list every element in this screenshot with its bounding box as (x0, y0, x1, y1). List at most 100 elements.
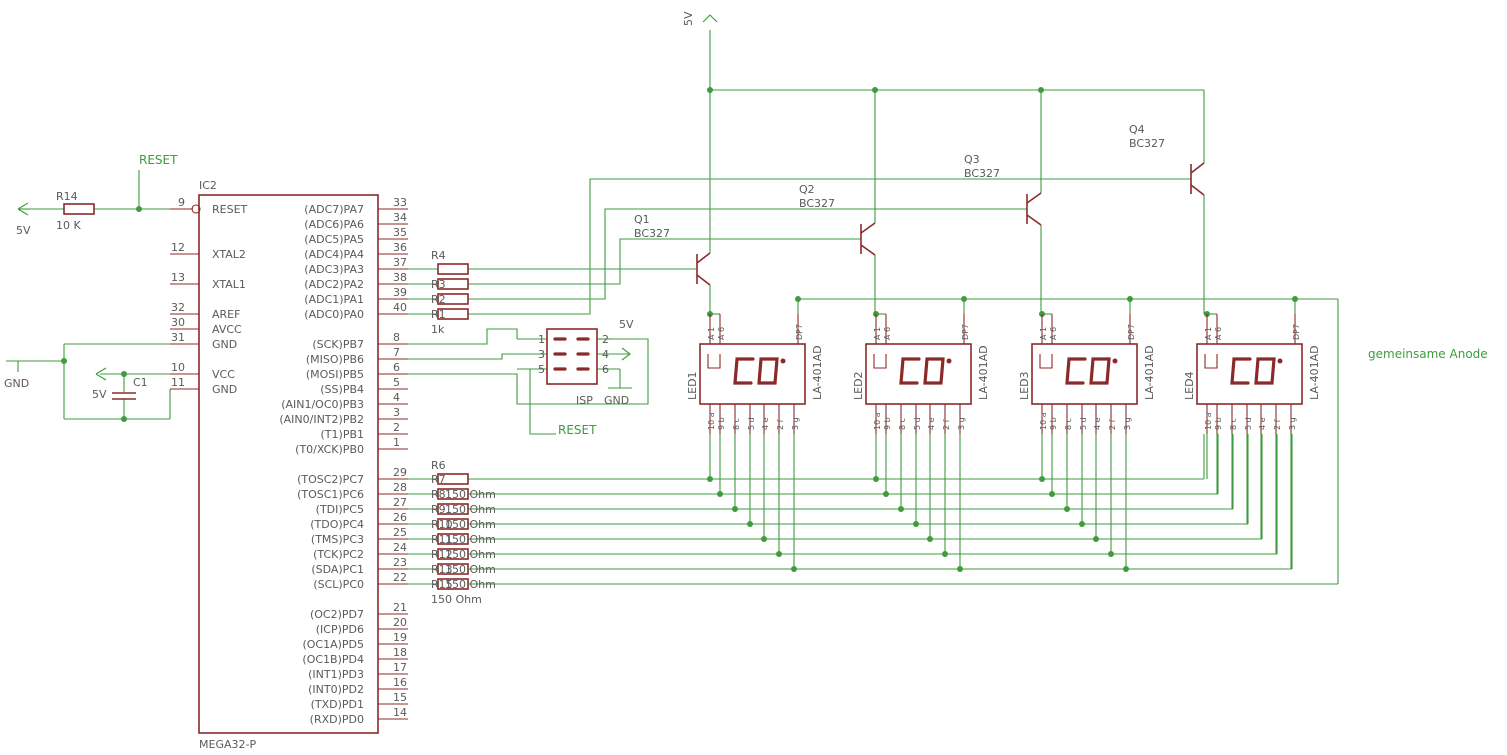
arrow-5v-icon (17, 202, 29, 210)
resistor-ref: R11 (431, 533, 453, 546)
led-pin-label: A 1 (707, 327, 716, 340)
pa-resistor (437, 293, 469, 305)
ic-pin-number: 20 (393, 616, 407, 629)
net-label-5v: 5V (682, 11, 695, 26)
led-internal-link (707, 354, 721, 369)
ic-pin-number: 24 (393, 541, 407, 554)
resistor-ref: R3 (431, 278, 446, 291)
wire (408, 338, 649, 405)
ic-pin-number: 14 (393, 706, 407, 719)
pc-resistor (437, 533, 469, 545)
ic-pin-number: 19 (393, 631, 407, 644)
junction-dot (707, 476, 713, 482)
ic-pin-name: AREF (212, 308, 240, 321)
pa-resistor (437, 263, 469, 275)
led-pin-label: DP7 (1292, 324, 1301, 340)
pc-resistor (437, 548, 469, 560)
ic-pin-name: (SCK)PB7 (312, 338, 364, 351)
ic-pin-number: 16 (393, 676, 407, 689)
pa-resistor (437, 278, 469, 290)
isp-pin-number: 1 (538, 333, 545, 346)
pc-resistor (437, 488, 469, 500)
pc-resistor (437, 518, 469, 530)
ic-pin-name: (ICP)PD6 (316, 623, 364, 636)
seven-segment-display (865, 343, 972, 405)
segment-digit-icon (1254, 357, 1276, 385)
r14-ref: R14 (56, 190, 78, 203)
ic-ref: IC2 (199, 179, 217, 192)
isp-ref: ISP (576, 394, 593, 407)
resistor-value: 150 Ohm (445, 533, 496, 546)
ic-pin-number: 39 (393, 286, 407, 299)
ic-pin-number: 33 (393, 196, 407, 209)
isp-pin-number: 4 (602, 348, 609, 361)
led-pin-label: DP7 (961, 324, 970, 340)
ic-pin-name: (ADC1)PA1 (304, 293, 364, 306)
pc-resistor (437, 473, 469, 485)
led-pin-label: 3 g (1123, 417, 1132, 430)
ic-pin-name: (ADC2)PA2 (304, 278, 364, 291)
ic-pin-number: 25 (393, 526, 407, 539)
net-label-gnd: GND (4, 377, 29, 390)
resistor-value: 150 Ohm (431, 593, 482, 606)
isp-pin-number: 2 (602, 333, 609, 346)
junction-dot (761, 536, 767, 542)
isp-connector (546, 328, 598, 385)
led-pin-label: DP7 (1127, 324, 1136, 340)
r14-value: 10 K (56, 219, 81, 232)
ic-body (198, 194, 379, 734)
led-internal-link (1039, 354, 1053, 369)
transistor-value: BC327 (634, 227, 670, 240)
led-pin-label: A 6 (883, 327, 892, 340)
ic-pin-number: 5 (393, 376, 400, 389)
ic-pin-name: AVCC (212, 323, 242, 336)
c1-ref: C1 (133, 376, 148, 389)
ic-pin-number: 31 (171, 331, 185, 344)
ic-pin-number: 34 (393, 211, 407, 224)
led-internal-link (873, 354, 887, 369)
ic-pin-name: (SDA)PC1 (311, 563, 364, 576)
junction-dot (61, 358, 67, 364)
net-label-gnd: GND (604, 394, 629, 407)
transistor-lead (696, 274, 711, 286)
ic-pin-number: 21 (393, 601, 407, 614)
ic-pin-name: (INT0)PD2 (308, 683, 364, 696)
transistor-lead (860, 222, 876, 234)
segment-digit-icon (757, 357, 779, 385)
ic-pin-name: (TOSC2)PC7 (297, 473, 364, 486)
junction-dot (873, 476, 879, 482)
isp-pin-number: 6 (602, 363, 609, 376)
ic-pin-name: (MISO)PB6 (306, 353, 364, 366)
transistor-ref: Q3 (964, 153, 980, 166)
transistor-ref: Q4 (1129, 123, 1145, 136)
wire (408, 328, 518, 345)
r14-resistor (63, 203, 95, 215)
junction-dot (961, 296, 967, 302)
led-pin-label: 8 c (1064, 418, 1073, 430)
led-pin-label: A 6 (1214, 327, 1223, 340)
ic-pin-name: (ADC0)PA0 (304, 308, 364, 321)
junction-dot (957, 566, 963, 572)
ic-pin-number: 38 (393, 271, 407, 284)
pc-resistor (437, 578, 469, 590)
led-ref: LED1 (686, 371, 699, 400)
ic-value: MEGA32-P (199, 738, 256, 751)
ic-pin-number: 11 (171, 376, 185, 389)
ic-pin-name: GND (212, 338, 237, 351)
arrow-5v-icon (95, 367, 107, 375)
ic-pin-name: (INT1)PD3 (308, 668, 364, 681)
transistor-ref: Q2 (799, 183, 815, 196)
ic-pin-number: 22 (393, 571, 407, 584)
led-pin-label: 4 e (927, 417, 936, 430)
ic-pin-number: 40 (393, 301, 407, 314)
junction-dot (747, 521, 753, 527)
resistor-value: 150 Ohm (445, 503, 496, 516)
led-value: LA-401AD (1308, 345, 1321, 400)
transistor-lead (1026, 192, 1042, 204)
ic-pin-name: (ADC7)PA7 (304, 203, 364, 216)
led-ref: LED2 (852, 371, 865, 400)
led-pin-label: A 1 (1039, 327, 1048, 340)
junction-dot (1127, 296, 1133, 302)
ic-pin-number: 10 (171, 361, 185, 374)
isp-pin-number: 3 (538, 348, 545, 361)
